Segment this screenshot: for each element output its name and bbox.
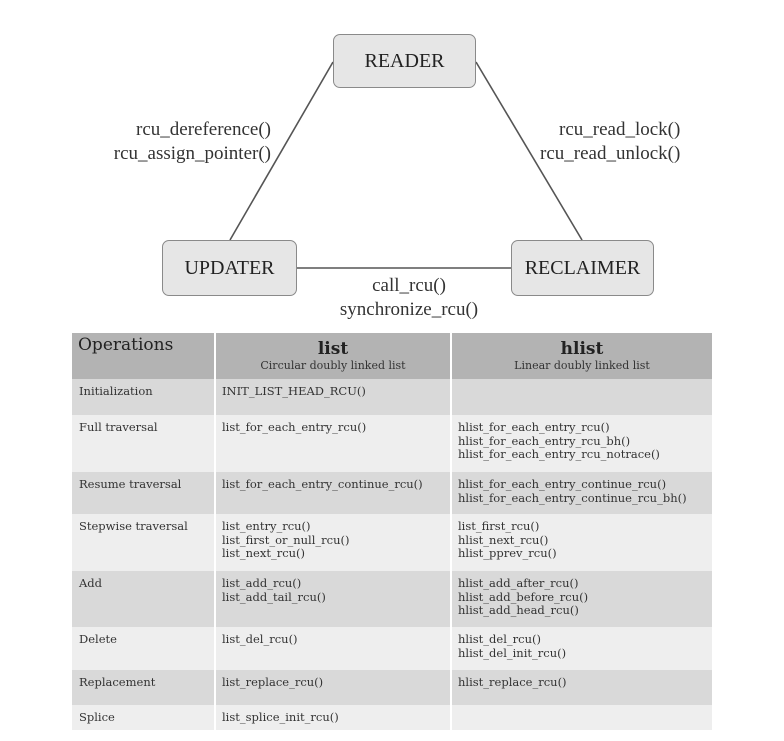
list-function: list_splice_init_rcu() — [222, 710, 339, 724]
edge-label-line: rcu_read_unlock() — [540, 143, 681, 164]
hlist-function: hlist_for_each_entry_continue_rcu_bh() — [458, 490, 687, 505]
list-cell: list_for_each_entry_rcu() — [214, 415, 451, 472]
header-hlist: hlist Linear doubly linked list — [450, 333, 712, 379]
list-function: list_for_each_entry_continue_rcu() — [222, 477, 423, 491]
operation-cell: Add — [72, 571, 215, 627]
header-list: list Circular doubly linked list — [214, 333, 451, 379]
hlist-function: hlist_add_before_rcu() — [458, 589, 589, 604]
hlist-cell — [450, 379, 712, 415]
edge-label-left: rcu_dereference() rcu_assign_pointer() — [114, 118, 271, 166]
hlist-cell: hlist_add_after_rcu()hlist_add_before_rc… — [450, 571, 712, 627]
edge-label-line: rcu_read_lock() — [559, 119, 681, 140]
hlist-cell: list_first_rcu()hlist_next_rcu()hlist_pp… — [450, 514, 712, 571]
operation-cell: Resume traversal — [72, 472, 215, 514]
list-function: list_first_or_null_rcu() — [222, 532, 350, 547]
operation-cell: Initialization — [72, 379, 215, 415]
list-cell: list_del_rcu() — [214, 627, 451, 670]
table-body: Initialization INIT_LIST_HEAD_RCU() Full t… — [72, 379, 712, 730]
edge-reader-updater — [229, 61, 334, 241]
header-hlist-subtitle: Linear doubly linked list — [514, 359, 650, 372]
hlist-function: hlist_for_each_entry_continue_rcu() — [458, 477, 667, 491]
hlist-function: hlist_for_each_entry_rcu_bh() — [458, 433, 631, 448]
edge-label-right: rcu_read_lock() rcu_read_unlock() — [540, 118, 680, 166]
list-cell: list_entry_rcu()list_first_or_null_rcu()… — [214, 514, 451, 571]
operation-cell: Splice — [72, 705, 215, 730]
operation-cell: Stepwise traversal — [72, 514, 215, 571]
updater-node: UPDATER — [162, 240, 297, 296]
header-list-subtitle: Circular doubly linked list — [260, 359, 406, 372]
hlist-function: hlist_for_each_entry_rcu_notrace() — [458, 447, 660, 461]
list-cell: list_splice_init_rcu() — [214, 705, 451, 730]
list-function: list_entry_rcu() — [222, 519, 311, 533]
edge-label-line: rcu_dereference() — [136, 119, 271, 140]
table-row: Resume traversal list_for_each_entry_cont… — [72, 472, 712, 514]
diagram-edges — [229, 61, 583, 269]
hlist-function: hlist_for_each_entry_rcu() — [458, 420, 610, 434]
list-cell: INIT_LIST_HEAD_RCU() — [214, 379, 451, 415]
hlist-cell — [450, 705, 712, 730]
operation-cell: Full traversal — [72, 415, 215, 472]
list-cell: list_replace_rcu() — [214, 670, 451, 705]
edge-label-line: synchronize_rcu() — [339, 299, 479, 320]
hlist-function: hlist_pprev_rcu() — [458, 546, 557, 560]
list-function: list_add_rcu() — [222, 576, 302, 590]
hlist-function: hlist_next_rcu() — [458, 532, 549, 547]
header-list-title: list — [317, 339, 349, 359]
header-hlist-title: hlist — [560, 339, 604, 359]
list-function: list_for_each_entry_rcu() — [222, 420, 367, 434]
edge-reader-reclaimer — [475, 61, 583, 241]
hlist-cell: hlist_replace_rcu() — [450, 670, 712, 705]
hlist-function: hlist_add_head_rcu() — [458, 603, 579, 617]
reclaimer-node: RECLAIMER — [511, 240, 654, 296]
list-function: INIT_LIST_HEAD_RCU() — [222, 384, 366, 398]
hlist-cell: hlist_for_each_entry_continue_rcu()hlist… — [450, 472, 712, 514]
list-cell: list_add_rcu()list_add_tail_rcu() — [214, 571, 451, 627]
table-row: Initialization INIT_LIST_HEAD_RCU() — [72, 379, 712, 415]
hlist-function: hlist_del_init_rcu() — [458, 645, 567, 660]
list-cell: list_for_each_entry_continue_rcu() — [214, 472, 451, 514]
reader-node: READER — [333, 34, 476, 88]
list-function: list_del_rcu() — [222, 632, 298, 646]
header-operations: Operations — [72, 333, 215, 379]
table-header-row: Operations list Circular doubly linked l… — [72, 333, 712, 379]
edge-label-line: call_rcu() — [372, 275, 446, 296]
hlist-cell: hlist_for_each_entry_rcu()hlist_for_each… — [450, 415, 712, 472]
list-function: list_add_tail_rcu() — [222, 589, 326, 604]
rcu-diagram: READER UPDATER RECLAIMER rcu_dereference… — [0, 0, 784, 330]
table-row: Replacement list_replace_rcu() hlist_repla… — [72, 670, 712, 705]
operation-cell: Replacement — [72, 670, 215, 705]
list-function: list_next_rcu() — [222, 546, 306, 560]
list-function: list_replace_rcu() — [222, 675, 324, 689]
table-row: Delete list_del_rcu() hlist_del_rcu()hlist… — [72, 627, 712, 670]
hlist-function: hlist_add_after_rcu() — [458, 576, 579, 590]
rcu-api-table: Operations list Circular doubly linked l… — [72, 333, 712, 730]
hlist-cell: hlist_del_rcu()hlist_del_init_rcu() — [450, 627, 712, 670]
edge-label-line: rcu_assign_pointer() — [113, 143, 271, 164]
table-row: Splice list_splice_init_rcu() — [72, 705, 712, 730]
operation-cell: Delete — [72, 627, 215, 670]
hlist-function: list_first_rcu() — [458, 519, 540, 533]
edge-label-bottom: call_rcu() synchronize_rcu() — [304, 274, 514, 322]
hlist-function: hlist_replace_rcu() — [458, 675, 567, 689]
hlist-function: hlist_del_rcu() — [458, 632, 541, 646]
